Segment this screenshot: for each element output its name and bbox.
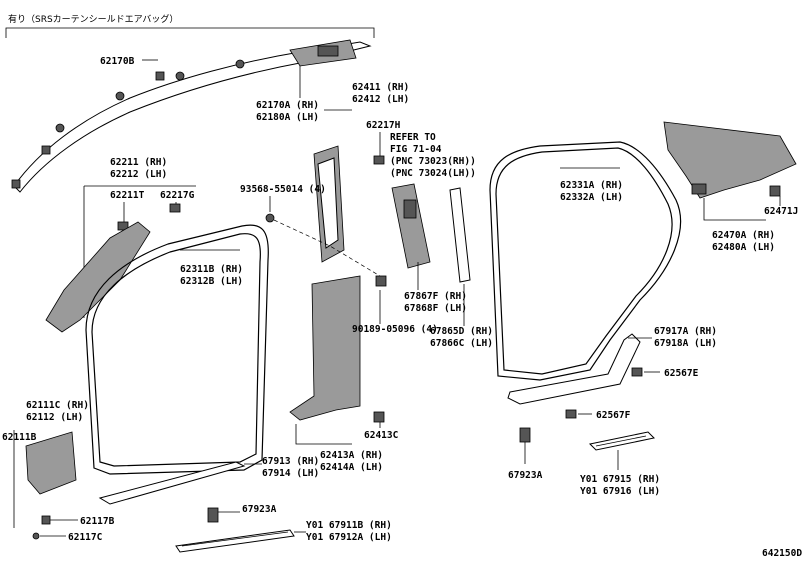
label-62413C: 62413C [364, 430, 399, 441]
label-62170B: 62170B [100, 56, 135, 67]
clip-62567E[interactable] [631, 367, 643, 377]
label-62117B: 62117B [80, 516, 115, 527]
front-door-seal[interactable] [85, 224, 269, 475]
clip-62471J[interactable] [769, 185, 781, 197]
label-62413A: 62413A (RH) [320, 450, 383, 461]
clip-67923A-rear[interactable] [519, 427, 531, 443]
label-93568: 93568-55014 (4) [240, 184, 326, 195]
refer-note-2: FIG 71-04 [390, 144, 442, 155]
label-62111C: 62111C (RH) [26, 400, 89, 411]
label-62211: 62211 (RH) [110, 157, 167, 168]
cowl-side-trim[interactable] [25, 431, 77, 495]
c-pillar-trim[interactable] [663, 121, 797, 199]
clip-62211T[interactable] [117, 221, 129, 231]
label-62567E: 62567E [664, 368, 699, 379]
label-62217H: 62217H [366, 120, 401, 131]
clip-62567F[interactable] [565, 409, 577, 419]
label-62111B: 62111B [2, 432, 37, 443]
label-62412: 62412 (LH) [352, 94, 409, 105]
label-67912A: Y01 67912A (LH) [306, 532, 392, 543]
clip-62117B[interactable] [41, 515, 51, 525]
label-67913: 67913 (RH) [262, 456, 319, 467]
label-67915: Y01 67915 (RH) [580, 474, 660, 485]
label-67918A: 67918A (LH) [654, 338, 717, 349]
label-67911B: Y01 67911B (RH) [306, 520, 392, 531]
label-67923A-front: 67923A [242, 504, 277, 515]
label-62211T: 62211T [110, 190, 145, 201]
label-62217G: 62217G [160, 190, 195, 201]
label-67923A-rear: 67923A [508, 470, 543, 481]
clip-62217H[interactable] [373, 155, 385, 165]
header-title: 有り（SRSカーテンシールドエアバッグ） [8, 13, 178, 25]
label-62332A: 62332A (LH) [560, 192, 623, 203]
label-62471J: 62471J [764, 206, 798, 217]
label-90189: 90189-05096 (4) [352, 324, 438, 335]
label-67914: 67914 (LH) [262, 468, 319, 479]
label-62480A: 62480A (LH) [712, 242, 775, 253]
label-67867F: 67867F (RH) [404, 291, 467, 302]
label-67917A: 67917A (RH) [654, 326, 717, 337]
clip-90189[interactable] [375, 275, 387, 287]
rear-door-seal[interactable] [489, 141, 682, 381]
seatbelt-cover-part[interactable] [391, 183, 471, 283]
a-pillar-trim[interactable] [45, 221, 151, 333]
upper-b-pillar-trim[interactable] [313, 145, 345, 263]
refer-note-1: REFER TO [390, 132, 436, 143]
diagram-id: 642150D [762, 548, 802, 559]
clip-62413C[interactable] [373, 411, 385, 423]
clip-62117C[interactable] [32, 532, 40, 540]
label-67868F: 67868F (LH) [404, 303, 467, 314]
label-67866C: 67866C (LH) [430, 338, 493, 349]
label-62170A: 62170A (RH) [256, 100, 319, 111]
label-62411: 62411 (RH) [352, 82, 409, 93]
rear-sill-plate[interactable] [588, 431, 656, 451]
clip-67923A-front[interactable] [207, 507, 219, 523]
curtain-airbag-part[interactable] [11, 39, 372, 193]
label-62112: 62112 (LH) [26, 412, 83, 423]
label-67916: Y01 67916 (LH) [580, 486, 660, 497]
rear-scuff-plate[interactable] [507, 333, 641, 405]
front-scuff-plate[interactable] [98, 461, 246, 505]
label-62212: 62212 (LH) [110, 169, 167, 180]
fastener-93568[interactable] [265, 213, 275, 223]
label-62180A: 62180A (LH) [256, 112, 319, 123]
lower-b-pillar-trim[interactable] [289, 275, 361, 421]
label-62312B: 62312B (LH) [180, 276, 243, 287]
front-sill-plate[interactable] [175, 529, 295, 553]
label-62470A: 62470A (RH) [712, 230, 775, 241]
label-62311B: 62311B (RH) [180, 264, 243, 275]
label-62567F: 62567F [596, 410, 631, 421]
label-67865D: 67865D (RH) [430, 326, 493, 337]
refer-note-3: (PNC 73023(RH)) [390, 156, 476, 167]
refer-note-4: (PNC 73024(LH)) [390, 168, 476, 179]
header-bracket: 有り（SRSカーテンシールドエアバッグ） [5, 13, 375, 38]
clip-62217G[interactable] [169, 203, 181, 213]
label-62414A: 62414A (LH) [320, 462, 383, 473]
label-62331A: 62331A (RH) [560, 180, 623, 191]
label-62117C: 62117C [68, 532, 103, 543]
